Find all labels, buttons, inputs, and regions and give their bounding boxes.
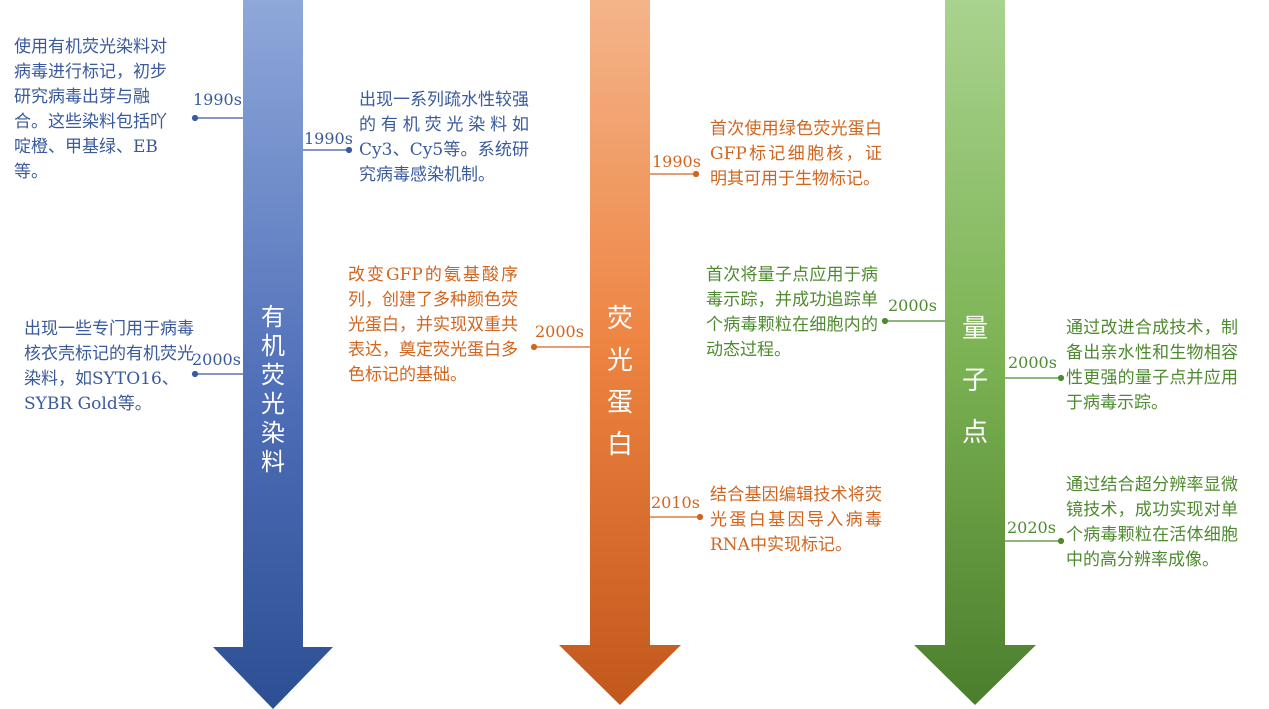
entry-year-organic-3: 2000s	[192, 350, 241, 369]
column-title-organic-dyes: 有机荧光染料	[261, 303, 285, 476]
entry-year-protein-3: 2010s	[651, 493, 700, 512]
connector-dot	[1057, 537, 1065, 545]
entry-year-qd-1: 2000s	[888, 296, 937, 315]
entry-text-protein-3: 结合基因编辑技术将荧光蛋白基因导入病毒RNA中实现标记。	[710, 485, 882, 555]
entry-year-qd-3: 2020s	[1007, 518, 1056, 537]
arrow-quantum-dots	[914, 0, 1036, 705]
connectors-blue	[191, 114, 353, 378]
connector-dot	[696, 513, 704, 521]
connector-dot	[191, 370, 199, 378]
connectors-orange	[530, 170, 704, 521]
connectors-green	[881, 317, 1065, 545]
column-title-fluorescent-protein: 荧光蛋白	[606, 304, 633, 460]
entry-year-protein-2: 2000s	[535, 322, 584, 341]
entry-text-organic-1: 使用有机荧光染料对病毒进行标记，初步研究病毒出芽与融合。这些染料包括吖啶橙、甲基…	[14, 37, 167, 182]
entry-text-qd-1: 首次将量子点应用于病毒示踪，并成功追踪单个病毒颗粒在细胞内的动态过程。	[706, 265, 878, 360]
connector-dot	[530, 343, 538, 351]
arrow-fluorescent-protein	[559, 0, 681, 705]
entry-text-qd-2: 通过改进合成技术，制备出亲水性和生物相容性更强的量子点并应用于病毒示踪。	[1066, 318, 1238, 413]
entry-text-qd-3: 通过结合超分辨率显微镜技术，成功实现对单个病毒颗粒在活体细胞中的高分辨率成像。	[1066, 475, 1238, 570]
arrow-organic-dyes	[213, 0, 333, 709]
connector-dot	[345, 146, 353, 154]
connector-dot	[692, 170, 700, 178]
entry-year-qd-2: 2000s	[1008, 353, 1057, 372]
column-title-quantum-dots: 量子点	[961, 314, 988, 448]
connector-dot	[881, 317, 889, 325]
entry-year-organic-1: 1990s	[193, 90, 242, 109]
connector-dot	[1057, 374, 1065, 382]
entry-year-protein-1: 1990s	[652, 152, 701, 171]
entry-text-organic-2: 出现一系列疏水性较强的有机荧光染料如Cy3、Cy5等。系统研究病毒感染机制。	[359, 90, 529, 185]
entry-year-organic-2: 1990s	[304, 129, 353, 148]
entry-text-protein-1: 首次使用绿色荧光蛋白GFP标记细胞核，证明其可用于生物标记。	[710, 119, 882, 189]
entry-text-protein-2: 改变GFP的氨基酸序列，创建了多种颜色荧光蛋白，并实现双重共表达，奠定荧光蛋白多…	[348, 265, 518, 385]
entry-text-organic-3: 出现一些专门用于病毒核衣壳标记的有机荧光染料，如SYTO16、SYBR Gold…	[24, 319, 194, 414]
connector-dot	[191, 114, 199, 122]
